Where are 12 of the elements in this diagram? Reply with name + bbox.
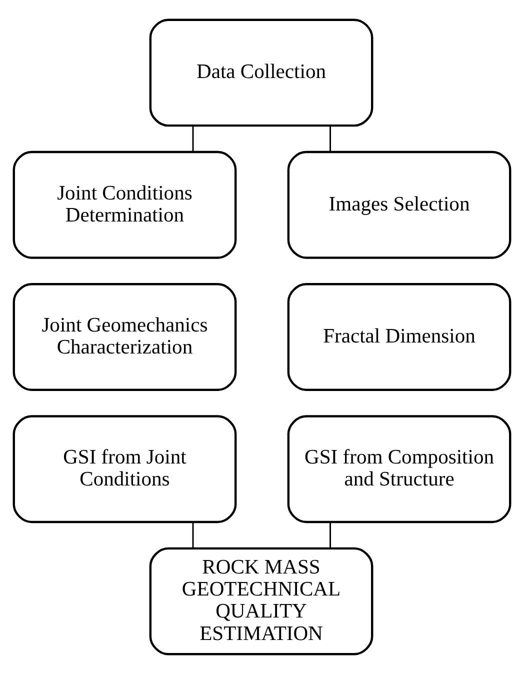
connector	[330, 522, 331, 548]
connector	[192, 522, 194, 548]
node-box: GSI from Composition and Structure	[287, 414, 512, 523]
node-box: Joint Conditions Determination	[12, 150, 237, 258]
node-box: ROCK MASS GEOTECHNICAL QUALITY ESTIMATION	[149, 546, 374, 655]
connector	[330, 125, 331, 152]
connector	[192, 125, 194, 152]
node-box: Data Collection	[149, 18, 374, 126]
node-box: GSI from Joint Conditions	[12, 414, 237, 523]
node-box: Joint Geomechanics Characterization	[12, 282, 237, 390]
node-box: Fractal Dimension	[287, 282, 512, 390]
node-box: Images Selection	[287, 150, 512, 258]
